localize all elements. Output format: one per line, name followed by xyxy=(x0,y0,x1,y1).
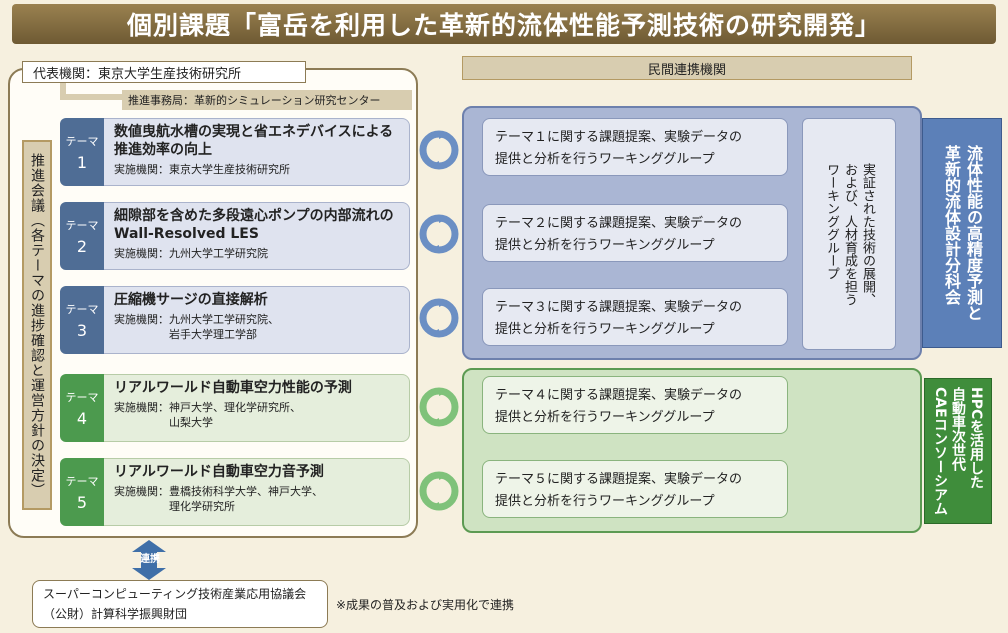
working-group-3: テーマ３に関する課題提案、実験データの 提供と分析を行うワーキンググループ xyxy=(482,288,788,346)
theme-box-4: リアルワールド自動車空力性能の予測実施機関：神戸大学、理化学研究所、 山梨大学 xyxy=(104,374,410,442)
theme-box-3: 圧縮機サージの直接解析実施機関：九州大学工学研究院、 岩手大学理工学部 xyxy=(104,286,410,354)
working-group-5: テーマ５に関する課題提案、実験データの 提供と分析を行うワーキンググループ xyxy=(482,460,788,518)
theme-institution: 実施機関：豊橋技術科学大学、神戸大学、 理化学研究所 xyxy=(114,485,323,513)
representative-org: 代表機関：東京大学生産技術研究所 xyxy=(22,61,306,83)
theme-box-5: リアルワールド自動車空力音予測実施機関：豊橋技術科学大学、神戸大学、 理化学研究… xyxy=(104,458,410,526)
theme-title: 数値曳航水槽の実現と省エネデバイスによる推進効率の向上 xyxy=(114,124,394,158)
footnote: ※成果の普及および実用化で連携 xyxy=(336,598,515,612)
theme-institution: 実施機関：東京大学生産技術研究所 xyxy=(114,163,290,176)
working-group-4: テーマ４に関する課題提案、実験データの 提供と分析を行うワーキンググループ xyxy=(482,376,788,434)
cycle-arrow-icon xyxy=(419,130,459,170)
link-label: 連携 xyxy=(140,554,160,565)
double-arrow-icon xyxy=(132,540,166,580)
industry-council-box: スーパーコンピューティング技術産業応用協議会 （公財）計算科学振興財団 xyxy=(32,580,328,628)
deployment-working-group: 実証された技術の展開、 および、人材育成を担う ワーキンググループ xyxy=(802,118,896,350)
private-partners-header: 民間連携機関 xyxy=(462,56,912,80)
theme-title: 細隙部を含めた多段遠心ポンプの内部流れの Wall-Resolved LES xyxy=(114,208,394,242)
subcommittee-box: 流体性能の高精度予測と 革新的流体設計分科会 xyxy=(922,118,1002,348)
org-connector xyxy=(60,83,122,100)
council-label: 推進会議（各テーマの進捗確認と運営方針の決定） xyxy=(29,152,45,498)
page-title: 個別課題「富岳を利用した革新的流体性能予測技術の研究開発」 xyxy=(12,4,996,44)
consortium-box: HPCを活用した 自動車次世代 CAEコンソーシアム xyxy=(924,378,992,524)
cycle-arrow-icon xyxy=(419,471,459,511)
cycle-arrow-icon xyxy=(419,214,459,254)
theme-institution: 実施機関：九州大学工学研究院 xyxy=(114,247,268,260)
theme-title: 圧縮機サージの直接解析 xyxy=(114,292,268,308)
theme-title: リアルワールド自動車空力性能の予測 xyxy=(114,380,352,396)
secretariat: 推進事務局：革新的シミュレーション研究センター xyxy=(122,90,412,110)
theme-box-1: 数値曳航水槽の実現と省エネデバイスによる推進効率の向上実施機関：東京大学生産技術… xyxy=(104,118,410,186)
working-group-2: テーマ２に関する課題提案、実験データの 提供と分析を行うワーキンググループ xyxy=(482,204,788,262)
cycle-arrow-icon xyxy=(419,298,459,338)
theme-institution: 実施機関：九州大学工学研究院、 岩手大学理工学部 xyxy=(114,313,279,341)
council-box: 推進会議（各テーマの進捗確認と運営方針の決定） xyxy=(22,140,52,510)
theme-box-2: 細隙部を含めた多段遠心ポンプの内部流れの Wall-Resolved LES 実施… xyxy=(104,202,410,270)
theme-title: リアルワールド自動車空力音予測 xyxy=(114,464,324,480)
theme-institution: 実施機関：神戸大学、理化学研究所、 山梨大学 xyxy=(114,401,301,429)
cycle-arrow-icon xyxy=(419,387,459,427)
working-group-1: テーマ１に関する課題提案、実験データの 提供と分析を行うワーキンググループ xyxy=(482,118,788,176)
